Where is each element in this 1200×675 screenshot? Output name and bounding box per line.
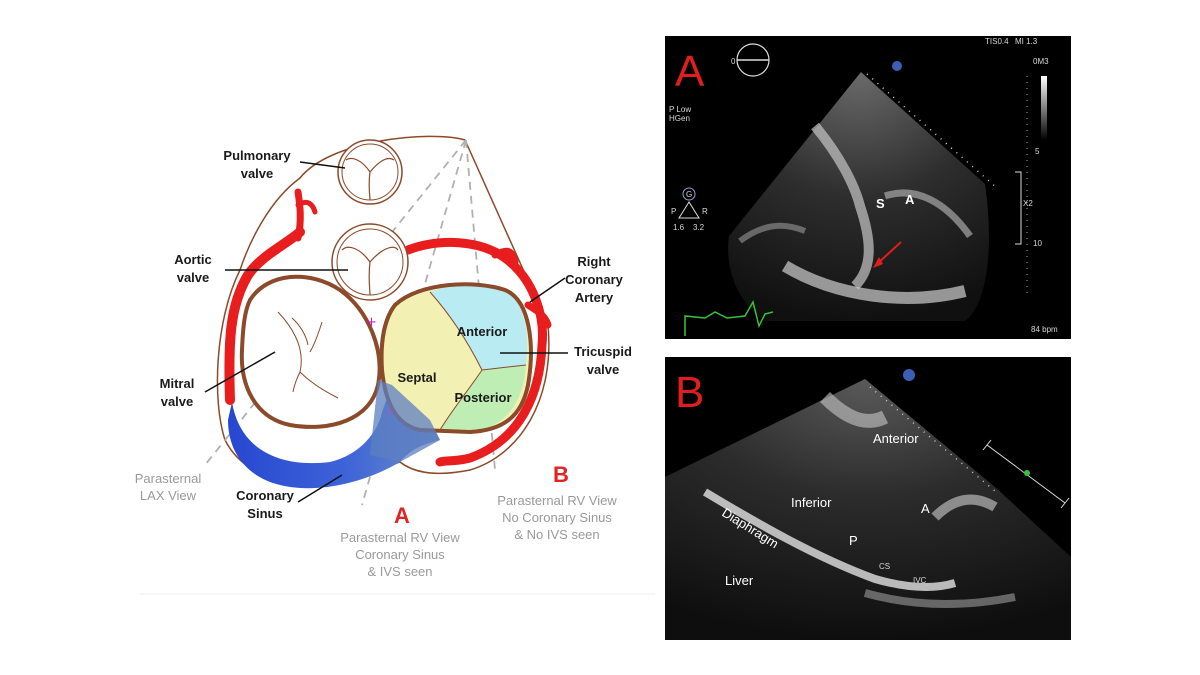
- echo-a-gain-value-1: 1.6: [673, 223, 685, 232]
- echo-a-gain-g: G: [686, 190, 692, 199]
- echo-a-zoom: X2: [1023, 199, 1033, 208]
- echo-a-gain-r: R: [702, 207, 708, 216]
- star-marker: ☆: [385, 405, 395, 418]
- lca-branch-1: [298, 192, 300, 238]
- echo-a-gain-triangle: [679, 202, 699, 218]
- echo-b-probe-icon: [903, 369, 915, 381]
- echo-a-depth-5: 5: [1035, 147, 1040, 156]
- mitral-valve-annulus: [242, 277, 380, 427]
- echo-a-tis: TIS0.4: [985, 37, 1009, 46]
- echo-a-gain-value-2: 3.2: [693, 223, 705, 232]
- echo-a-panel-letter: A: [675, 47, 705, 96]
- echo-a-depth-10: 10: [1033, 239, 1042, 248]
- label-view-b-letter: B: [553, 462, 569, 487]
- echo-a-probe-angle: 0: [731, 57, 736, 66]
- echo-a-marker-a: A: [905, 192, 915, 207]
- echo-a-zoom-bracket: [1015, 172, 1021, 244]
- echo-b-label-liver: Liver: [725, 573, 754, 588]
- echo-b-panel-letter: B: [675, 368, 704, 417]
- echo-a-depth-top: 0M3: [1033, 57, 1049, 66]
- label-septal-leaflet: Septal: [397, 370, 436, 385]
- echo-a-probe-icon: [892, 61, 902, 71]
- echo-b-caliper-marker: [1024, 470, 1030, 476]
- echo-b-label-p: P: [849, 533, 858, 548]
- plus-marker: +: [366, 315, 377, 330]
- echo-b-caliper-end-2: [1061, 498, 1069, 508]
- echo-b-label-cs: CS: [879, 562, 890, 571]
- echo-b-label-ivc: IVC: [913, 576, 927, 585]
- echo-b-label-inferior: Inferior: [791, 495, 832, 510]
- echo-b-caliper-end-1: [983, 440, 991, 450]
- echo-b-label-a: A: [921, 501, 930, 516]
- label-posterior-leaflet: Posterior: [454, 390, 511, 405]
- aortic-valve-shape: [332, 224, 408, 300]
- label-anterior-leaflet: Anterior: [457, 324, 508, 339]
- echo-a-heart-rate: 84 bpm: [1031, 325, 1058, 334]
- label-view-a-letter: A: [394, 503, 410, 528]
- echo-a-marker-s: S: [876, 196, 885, 211]
- pulmonary-valve: [338, 140, 402, 204]
- echo-a-probe-orientation: [737, 44, 769, 76]
- echo-a-grayscale-bar: [1041, 76, 1047, 140]
- echo-image-b: Anterior Inferior A P CS IVC Diaphragm L…: [665, 357, 1071, 640]
- echo-a-mi: MI 1.3: [1015, 37, 1038, 46]
- echo-b-label-anterior: Anterior: [873, 431, 919, 446]
- echo-a-gain-p: P: [671, 207, 676, 216]
